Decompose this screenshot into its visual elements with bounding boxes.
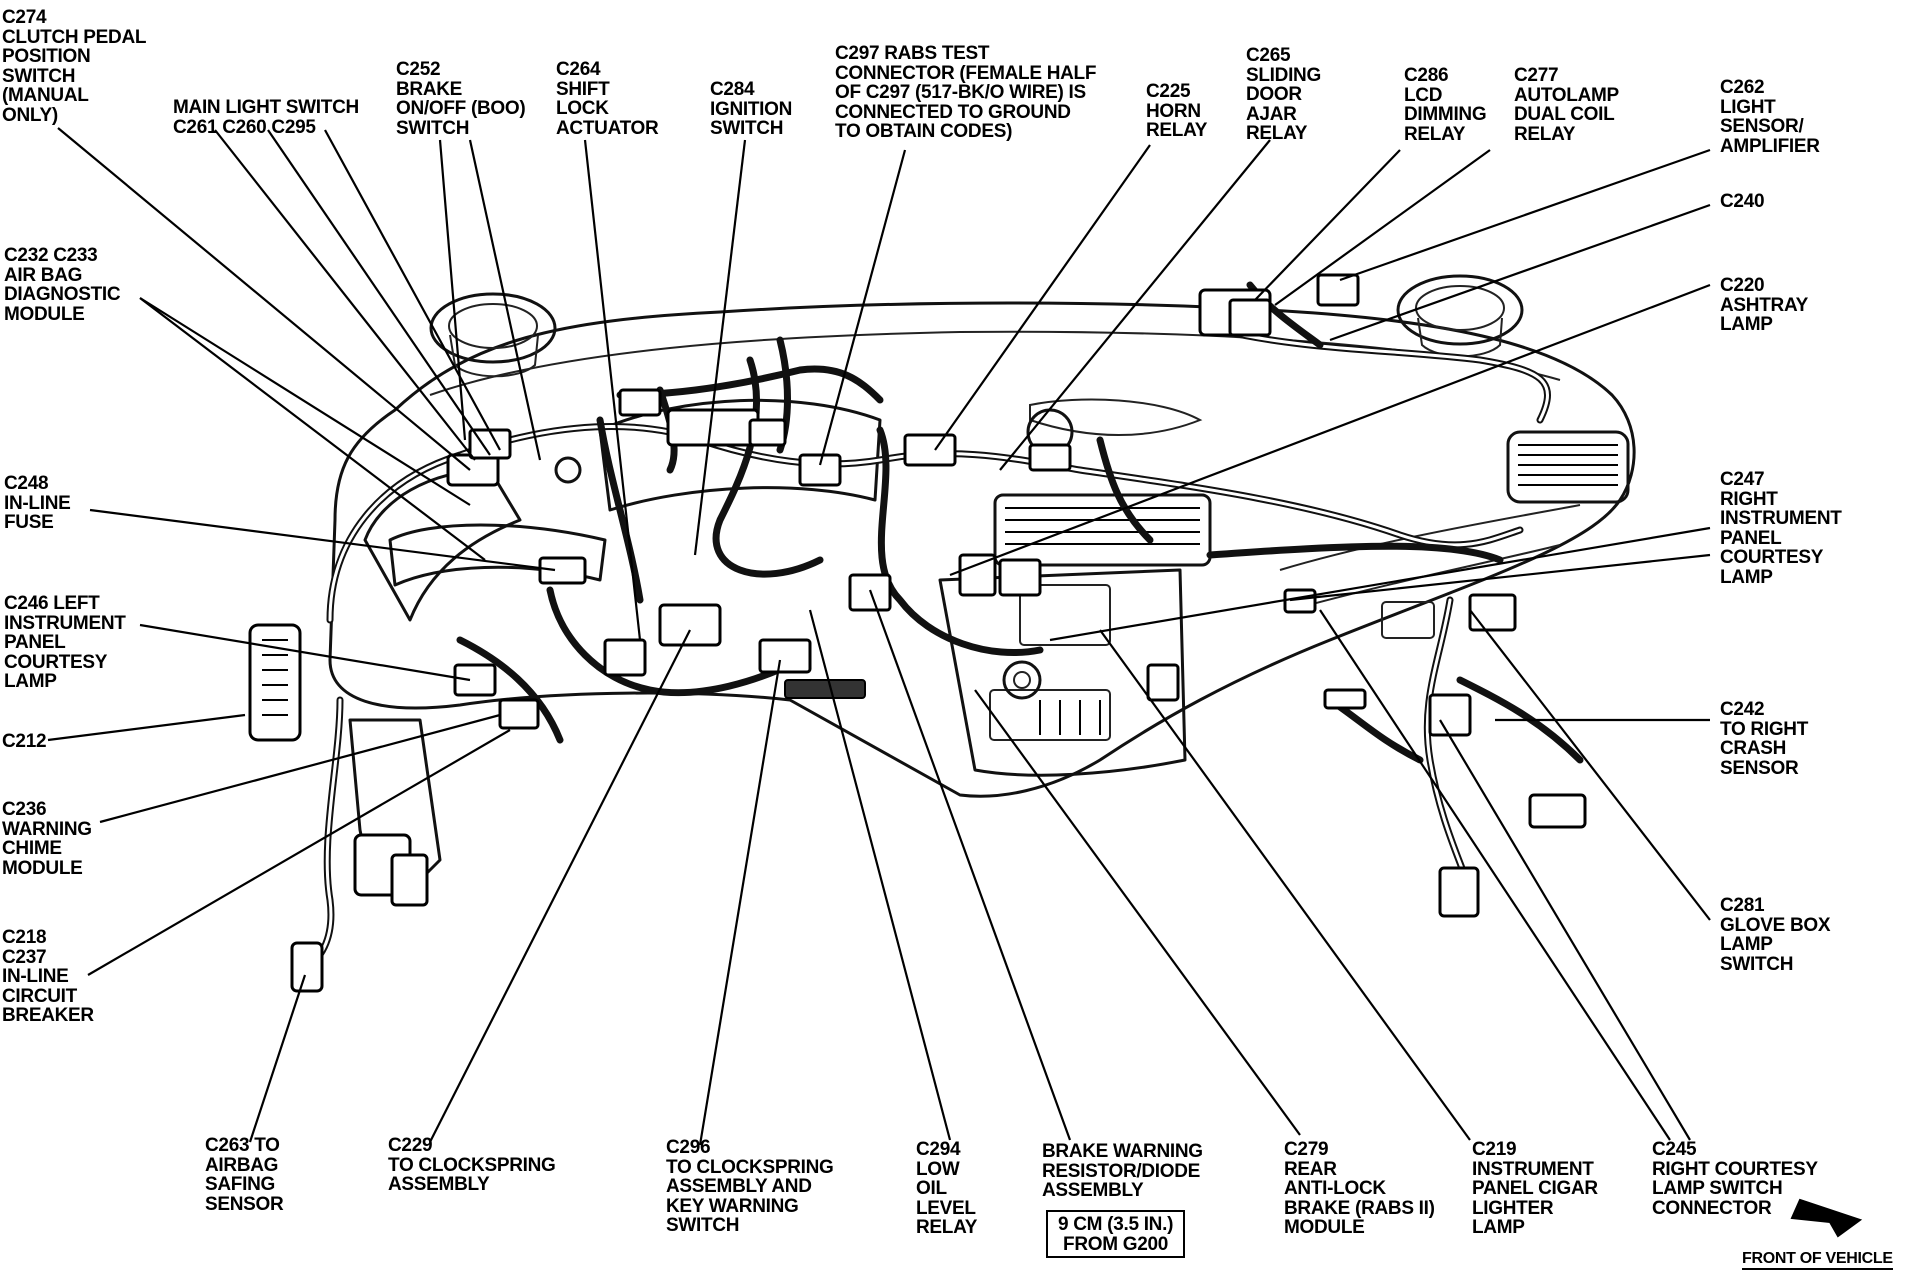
column-knob bbox=[554, 456, 582, 484]
rabs-module-face bbox=[784, 679, 866, 699]
glovebox-edge bbox=[1279, 504, 1581, 611]
left-vent bbox=[388, 523, 607, 587]
label-c274: C274 CLUTCH PEDAL POSITION SWITCH (MANUA… bbox=[2, 7, 147, 126]
label-c264: C264 SHIFT LOCK ACTUATOR bbox=[556, 59, 659, 139]
c297-plug bbox=[798, 453, 842, 487]
label-c286: C286 LCD DIMMING RELAY bbox=[1404, 65, 1487, 145]
right-speaker bbox=[1396, 274, 1524, 346]
c248-fuse bbox=[538, 556, 587, 585]
right-vent-louvers bbox=[1518, 444, 1618, 486]
label-c219: C219 INSTRUMENT PANEL CIGAR LIGHTER LAMP bbox=[1472, 1139, 1598, 1238]
label-c236: C236 WARNING CHIME MODULE bbox=[2, 799, 92, 879]
center-vent-louvers bbox=[1005, 507, 1200, 545]
c245-lamp-plug bbox=[1438, 866, 1480, 918]
label-c245: C245 RIGHT COURTESY LAMP SWITCH CONNECTO… bbox=[1652, 1139, 1818, 1219]
front-arrow-icon bbox=[1790, 1198, 1863, 1238]
label-c232-c233: C232 C233 AIR BAG DIAGNOSTIC MODULE bbox=[4, 245, 121, 325]
label-front-of-vehicle: FRONT OF VEHICLE bbox=[1742, 1250, 1893, 1270]
defroster-edge bbox=[1029, 398, 1203, 436]
c245-plug bbox=[1528, 793, 1587, 829]
label-c294: C294 LOW OIL LEVEL RELAY bbox=[916, 1139, 978, 1238]
c263-plug bbox=[290, 941, 324, 993]
label-c212: C212 bbox=[2, 731, 47, 752]
c225-plug bbox=[903, 433, 957, 467]
climate-sliders bbox=[1039, 700, 1101, 735]
c279-plug bbox=[1146, 663, 1180, 702]
cigar-lighter bbox=[1002, 660, 1042, 700]
label-c252: C252 BRAKE ON/OFF (BOO) SWITCH bbox=[396, 59, 526, 139]
climate-controls bbox=[989, 689, 1111, 741]
label-c247: C247 RIGHT INSTRUMENT PANEL COURTESY LAM… bbox=[1720, 469, 1842, 588]
label-c225: C225 HORN RELAY bbox=[1146, 81, 1208, 141]
c212-module bbox=[248, 623, 302, 742]
label-c242: C242 TO RIGHT CRASH SENSOR bbox=[1720, 699, 1809, 779]
label-c262: C262 LIGHT SENSOR/ AMPLIFIER bbox=[1720, 77, 1820, 157]
label-c263: C263 TO AIRBAG SAFING SENSOR bbox=[205, 1135, 284, 1215]
c242-plug bbox=[1428, 693, 1472, 737]
label-c265: C265 SLIDING DOOR AJAR RELAY bbox=[1246, 45, 1321, 144]
glovebox-latch bbox=[1381, 601, 1435, 639]
leader-lines bbox=[47, 127, 1711, 1146]
center-stack bbox=[938, 568, 1187, 777]
c220-plug bbox=[958, 553, 997, 597]
label-c220: C220 ASHTRAY LAMP bbox=[1720, 275, 1808, 335]
c219-plug bbox=[1323, 688, 1367, 710]
right-vent bbox=[1506, 430, 1630, 504]
label-brake-warning: BRAKE WARNING RESISTOR/DIODE ASSEMBLY bbox=[1042, 1141, 1203, 1201]
label-c218-c237: C218 C237 IN-LINE CIRCUIT BREAKER bbox=[2, 927, 94, 1026]
label-c277: C277 AUTOLAMP DUAL COIL RELAY bbox=[1514, 65, 1619, 145]
label-c297: C297 RABS TEST CONNECTOR (FEMALE HALF OF… bbox=[835, 43, 1097, 142]
c296-plug bbox=[758, 638, 812, 674]
c229-plug bbox=[658, 603, 722, 647]
label-c240: C240 bbox=[1720, 191, 1765, 212]
c262-sensor bbox=[1316, 273, 1360, 307]
wiring-harness bbox=[296, 281, 1584, 979]
radio-face bbox=[1019, 584, 1111, 646]
label-c284: C284 IGNITION SWITCH bbox=[710, 79, 793, 139]
center-vents bbox=[993, 493, 1212, 567]
left-speaker bbox=[429, 292, 557, 364]
c247-plug bbox=[1283, 588, 1317, 614]
c264-plug bbox=[603, 638, 647, 677]
label-c246: C246 LEFT INSTRUMENT PANEL COURTESY LAMP bbox=[4, 593, 126, 692]
c281-switch bbox=[1468, 593, 1517, 632]
label-c279: C279 REAR ANTI-LOCK BRAKE (RABS II) MODU… bbox=[1284, 1139, 1435, 1238]
connectors bbox=[248, 273, 1587, 993]
steering-column bbox=[363, 468, 522, 622]
label-c281: C281 GLOVE BOX LAMP SWITCH bbox=[1720, 895, 1831, 975]
label-main-light-switch: MAIN LIGHT SWITCH C261 C260 C295 bbox=[173, 97, 359, 138]
label-c229: C229 TO CLOCKSPRING ASSEMBLY bbox=[388, 1135, 556, 1195]
label-brake-warning-box: 9 CM (3.5 IN.) FROM G200 bbox=[1046, 1210, 1186, 1258]
c246-plug bbox=[453, 663, 497, 697]
label-c296: C296 TO CLOCKSPRING ASSEMBLY AND KEY WAR… bbox=[666, 1137, 834, 1236]
c286-relay bbox=[1228, 298, 1272, 337]
label-c248: C248 IN-LINE FUSE bbox=[4, 473, 71, 533]
c284-plug bbox=[666, 408, 760, 447]
